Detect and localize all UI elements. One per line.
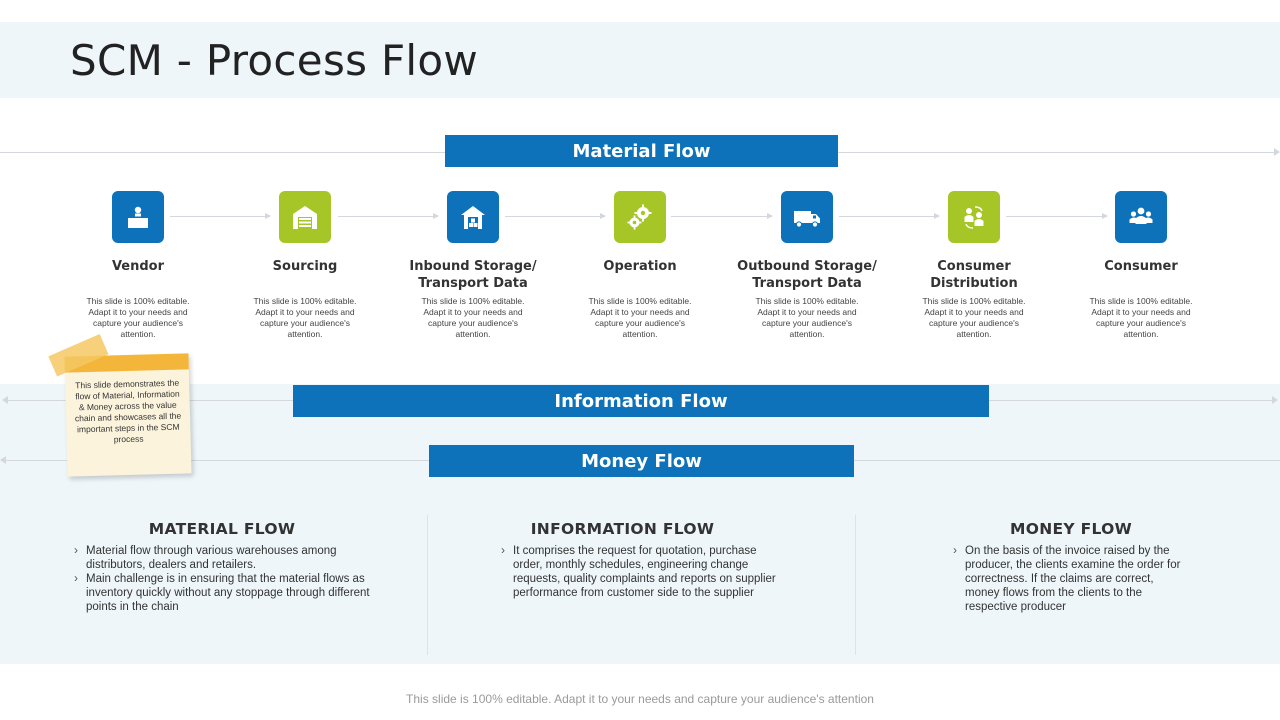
step-label: Inbound Storage/ Transport Data [409, 259, 537, 291]
step-connector [1006, 213, 1108, 219]
information-flow-column: INFORMATION FLOW It comprises the reques… [499, 520, 784, 600]
bullet-item: On the basis of the invoice raised by th… [951, 543, 1191, 614]
step-description: This slide is 100% editable. Adapt it to… [253, 296, 357, 339]
step-connector [170, 213, 271, 219]
step-inbound-storage: Inbound Storage/ Transport Data This sli… [398, 191, 548, 340]
information-flow-arrow-head-right [1272, 396, 1278, 404]
column-bullets: On the basis of the invoice raised by th… [951, 543, 1191, 614]
step-label: Vendor [111, 259, 165, 274]
storage-house-icon [447, 191, 499, 243]
column-heading: MONEY FLOW [1010, 520, 1132, 538]
footer-note: This slide is 100% editable. Adapt it to… [406, 692, 874, 706]
people-exchange-icon [948, 191, 1000, 243]
money-flow-arrow-head [0, 456, 6, 464]
money-flow-column: MONEY FLOW On the basis of the invoice r… [951, 520, 1191, 614]
step-vendor: Vendor This slide is 100% editable. Adap… [63, 191, 213, 340]
column-divider [427, 515, 428, 655]
gears-icon [614, 191, 666, 243]
step-description: This slide is 100% editable. Adapt it to… [588, 296, 692, 339]
bullet-item: Material flow through various warehouses… [72, 543, 372, 572]
step-connector [839, 213, 940, 219]
step-label: Operation [603, 259, 677, 274]
step-description: This slide is 100% editable. Adapt it to… [421, 296, 525, 339]
step-description: This slide is 100% editable. Adapt it to… [755, 296, 859, 339]
step-consumer-distribution: Consumer Distribution This slide is 100%… [899, 191, 1049, 340]
step-description: This slide is 100% editable. Adapt it to… [86, 296, 190, 339]
column-bullets: It comprises the request for quotation, … [499, 543, 784, 600]
step-label: Sourcing [272, 259, 338, 274]
warehouse-icon [279, 191, 331, 243]
step-description: This slide is 100% editable. Adapt it to… [922, 296, 1026, 339]
step-label: Outbound Storage/ Transport Data [737, 259, 877, 291]
information-flow-banner: Information Flow [293, 385, 989, 417]
step-label: Consumer [1104, 259, 1178, 274]
lower-section-background [0, 384, 1280, 664]
information-flow-arrow-head-left [2, 396, 8, 404]
step-description: This slide is 100% editable. Adapt it to… [1089, 296, 1193, 339]
group-icon [1115, 191, 1167, 243]
step-label: Consumer Distribution [930, 259, 1018, 291]
step-connector [505, 213, 606, 219]
step-consumer: Consumer This slide is 100% editable. Ad… [1066, 191, 1216, 340]
sticky-note-text: This slide demonstrates the flow of Mate… [74, 377, 182, 445]
column-bullets: Material flow through various warehouses… [72, 543, 372, 614]
page-title: SCM - Process Flow [70, 36, 479, 85]
money-flow-banner: Money Flow [429, 445, 854, 477]
column-heading: MATERIAL FLOW [148, 520, 296, 538]
column-divider [855, 515, 856, 655]
vendor-desk-icon [112, 191, 164, 243]
sticky-note: This slide demonstrates the flow of Mate… [48, 334, 192, 477]
bullet-item: Main challenge is in ensuring that the m… [72, 571, 372, 614]
title-band [0, 22, 1280, 98]
step-operation: Operation This slide is 100% editable. A… [565, 191, 715, 340]
step-sourcing: Sourcing This slide is 100% editable. Ad… [230, 191, 380, 340]
truck-icon [781, 191, 833, 243]
column-heading: INFORMATION FLOW [530, 520, 715, 538]
material-flow-arrow-head [1274, 148, 1280, 156]
material-flow-banner: Material Flow [445, 135, 838, 167]
step-outbound-storage: Outbound Storage/ Transport Data This sl… [732, 191, 882, 340]
step-connector [671, 213, 773, 219]
bullet-item: It comprises the request for quotation, … [499, 543, 784, 600]
step-connector [338, 213, 439, 219]
material-flow-column: MATERIAL FLOW Material flow through vari… [72, 520, 372, 614]
